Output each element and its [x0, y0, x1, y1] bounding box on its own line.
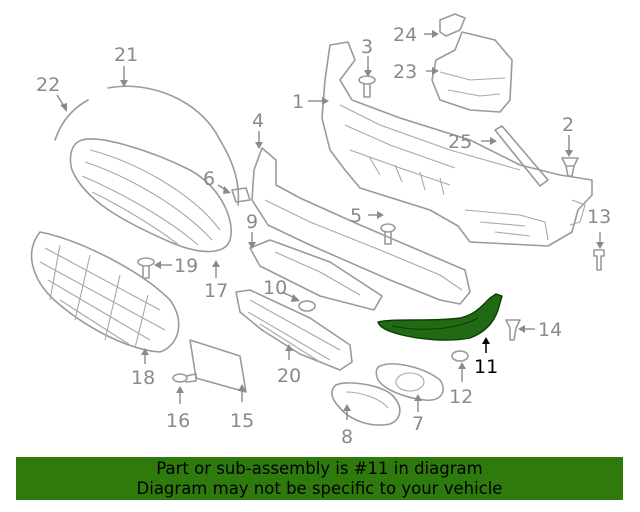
callout-7: 7 — [412, 413, 424, 435]
part-1-bumper-cover — [321, 41, 593, 247]
parts-diagram: 1 2 3 4 5 6 7 8 9 10 11 12 13 14 15 16 1… — [30, 13, 611, 448]
callout-15: 15 — [230, 410, 254, 432]
part-4-reinforcement — [251, 147, 471, 305]
part-13-bolt — [593, 249, 605, 271]
callout-11-highlighted: 11 — [474, 356, 498, 378]
part-20-lower-mesh — [235, 289, 353, 371]
callout-19: 19 — [174, 255, 198, 277]
part-17-upper-grille — [69, 138, 232, 253]
callout-2: 2 — [562, 114, 574, 136]
callout-16: 16 — [166, 410, 190, 432]
part-10-nut — [298, 300, 316, 312]
banner-line-1: Part or sub-assembly is #11 in diagram — [156, 459, 483, 478]
part-15-plate — [189, 339, 247, 393]
part-24-bracket — [439, 13, 466, 37]
callout-1: 1 — [292, 91, 304, 113]
part-11-lower-trim — [377, 293, 503, 341]
part-14-clip — [505, 319, 521, 341]
part-18-lower-grille — [30, 231, 180, 353]
callout-8: 8 — [341, 426, 353, 448]
callout-9: 9 — [246, 211, 258, 233]
callout-10: 10 — [263, 277, 287, 299]
part-8-bezel — [331, 382, 401, 426]
callout-25: 25 — [448, 131, 472, 153]
part-12-nut — [451, 350, 469, 362]
callout-12: 12 — [449, 386, 473, 408]
callout-17: 17 — [204, 280, 228, 302]
part-19-screw — [137, 257, 155, 279]
part-6-cap — [231, 187, 251, 203]
leader-lines — [56, 30, 604, 420]
callout-5: 5 — [350, 205, 362, 227]
part-25-support — [494, 125, 549, 187]
callout-18: 18 — [131, 367, 155, 389]
part-21-trim-strip — [107, 85, 240, 206]
callout-13: 13 — [587, 206, 611, 228]
part-7-fog-light — [375, 363, 444, 402]
part-5-screw — [380, 223, 396, 245]
part-2-clip — [561, 157, 579, 177]
callout-24: 24 — [393, 24, 417, 46]
callout-23: 23 — [393, 61, 417, 83]
callout-6: 6 — [203, 168, 215, 190]
callout-20: 20 — [277, 365, 301, 387]
callout-labels: 1 2 3 4 5 6 7 8 9 10 11 12 13 14 15 16 1… — [36, 24, 611, 448]
callout-22: 22 — [36, 74, 60, 96]
part-16-screw — [172, 373, 197, 383]
part-9-lower-bracket — [249, 239, 383, 311]
callout-3: 3 — [361, 36, 373, 58]
callout-14: 14 — [538, 319, 562, 341]
info-banner: Part or sub-assembly is #11 in diagram D… — [16, 457, 623, 500]
callout-21: 21 — [114, 44, 138, 66]
banner-line-2: Diagram may not be specific to your vehi… — [136, 479, 503, 498]
part-3-screw — [358, 75, 376, 98]
part-23-air-duct — [431, 31, 513, 113]
part-22-small-trim — [54, 99, 89, 141]
callout-4: 4 — [252, 110, 264, 132]
